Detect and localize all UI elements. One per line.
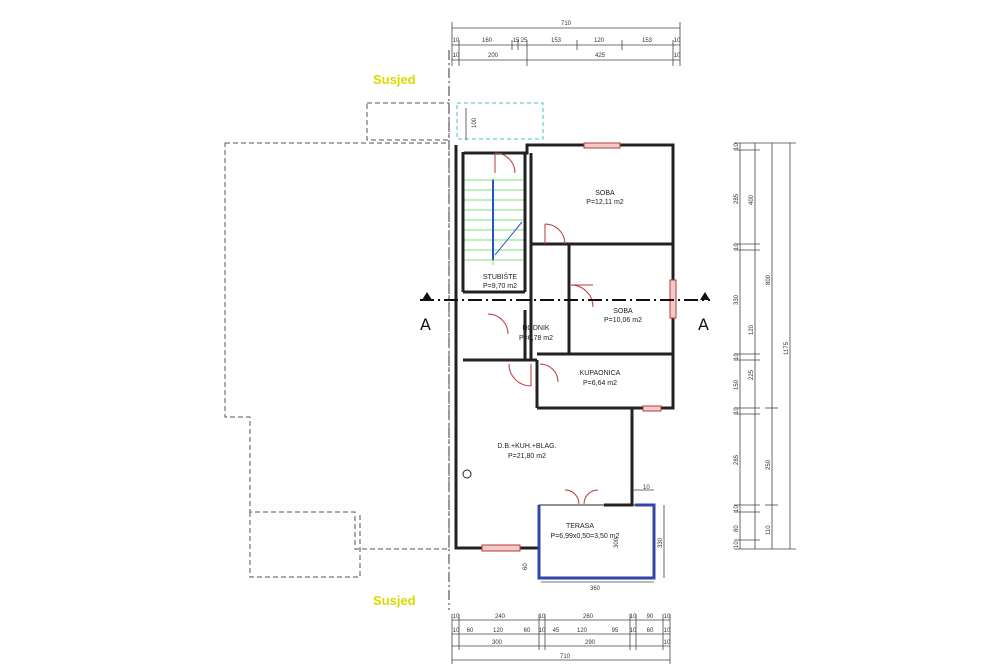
dim-bot-r1-4: 10 bbox=[630, 614, 637, 620]
dim-top-r3-3: 10 bbox=[674, 53, 681, 59]
dims-right bbox=[734, 142, 796, 550]
dim-right-r1-2: 10 bbox=[734, 243, 740, 250]
dim-bot-r2-3: 60 bbox=[524, 628, 531, 634]
dim-bot-r2-0: 10 bbox=[453, 628, 460, 634]
dim-bot-r3-2: 10 bbox=[664, 640, 671, 646]
dim-right-r1-7: 285 bbox=[734, 454, 740, 465]
neighbor-label-top: Susjed bbox=[373, 72, 416, 87]
dims-bottom-text: 10 240 10 260 10 90 10 10 60 120 60 10 4… bbox=[453, 614, 671, 660]
doors bbox=[487, 152, 599, 505]
room-kupaonica-area: P=6,64 m2 bbox=[583, 380, 617, 387]
dim-top-r2-3: 25 bbox=[521, 38, 528, 44]
section-arrow-left bbox=[422, 292, 432, 300]
dim-terrace-wall: 10 bbox=[643, 485, 650, 491]
neighbor-outline bbox=[224, 102, 450, 578]
room-soba1-area: P=12,11 m2 bbox=[586, 199, 624, 206]
room-terasa-area: P=6,99x0,50=3,50 m2 bbox=[551, 533, 620, 540]
dim-terrace-width: 360 bbox=[590, 586, 601, 592]
dim-top-r2-2: 15 bbox=[513, 38, 520, 44]
dim-top-r2-5: 120 bbox=[594, 38, 605, 44]
dim-terrace-left: 60 bbox=[523, 563, 529, 570]
room-soba2-name: SOBA bbox=[613, 308, 633, 315]
dim-top-r2-6: 153 bbox=[642, 38, 653, 44]
dims-terrace bbox=[541, 489, 665, 583]
stair-arrow bbox=[494, 221, 523, 256]
room-terasa-name: TERASA bbox=[566, 523, 594, 530]
dim-bot-r1-0: 10 bbox=[453, 614, 460, 620]
section-arrow-right bbox=[700, 292, 710, 300]
dim-bot-total: 710 bbox=[560, 654, 571, 660]
room-soba1-name: SOBA bbox=[595, 190, 615, 197]
dim-bot-r2-7: 95 bbox=[612, 628, 619, 634]
dim-bot-r1-3: 260 bbox=[583, 614, 594, 620]
dim-top-r3-0: 10 bbox=[453, 53, 460, 59]
dim-top-r3-2: 425 bbox=[595, 53, 606, 59]
dim-top-r2-4: 153 bbox=[551, 38, 562, 44]
dims-top bbox=[451, 22, 681, 66]
dim-right-r1-5: 150 bbox=[734, 379, 740, 390]
dim-right-r1-10: 10 bbox=[734, 541, 740, 548]
dim-bot-r2-2: 120 bbox=[493, 628, 504, 634]
neighbor-label-bottom: Susjed bbox=[373, 593, 416, 608]
room-soba2-area: P=10,06 m2 bbox=[604, 317, 642, 324]
room-dnevni-area: P=21,80 m2 bbox=[508, 453, 546, 460]
dim-right-r2-3: 250 bbox=[766, 459, 772, 470]
terrace bbox=[538, 504, 655, 579]
dim-bot-r2-6: 120 bbox=[577, 628, 588, 634]
dims-bottom bbox=[451, 614, 671, 664]
dim-bot-r3-1: 290 bbox=[585, 640, 596, 646]
chimney-icon bbox=[462, 469, 472, 479]
dim-bot-r2-9: 60 bbox=[647, 628, 654, 634]
dim-top-r2-0: 10 bbox=[453, 38, 460, 44]
terrace-railing bbox=[537, 503, 656, 580]
dims-top-text: 710 10 160 15 25 153 120 153 10 10 200 4… bbox=[453, 21, 681, 59]
dim-bot-r1-1: 240 bbox=[495, 614, 506, 620]
dim-right-r2-2: 225 bbox=[749, 369, 755, 380]
dim-right-r2-4: 110 bbox=[766, 525, 772, 535]
dim-right-r2-1: 120 bbox=[749, 324, 755, 335]
room-hodnik-area: P=6,78 m2 bbox=[519, 335, 553, 342]
room-dnevni-name: D.B.+KUH.+BLAG. bbox=[497, 443, 556, 450]
dim-bot-r1-6: 10 bbox=[664, 614, 671, 620]
dim-terrace-inner: 300 bbox=[614, 537, 620, 548]
walls bbox=[454, 143, 675, 550]
dim-right-total: 1175 bbox=[784, 341, 790, 355]
dims-right-text: 10 285 10 330 10 150 10 285 10 80 10 400… bbox=[734, 143, 790, 548]
dim-bot-r2-5: 45 bbox=[553, 628, 560, 634]
room-hodnik-name: HODNIK bbox=[522, 325, 550, 332]
dim-stair-gap: 100 bbox=[472, 117, 478, 128]
dim-right-r1-4: 10 bbox=[734, 353, 740, 360]
dim-bot-r1-2: 10 bbox=[539, 614, 546, 620]
dim-top-r2-7: 10 bbox=[674, 38, 681, 44]
dim-top-total: 710 bbox=[561, 21, 572, 27]
room-labels: SOBA P=12,11 m2 STUBIŠTE P=9,70 m2 SOBA … bbox=[483, 190, 642, 540]
dim-right-r1-8: 10 bbox=[734, 505, 740, 512]
dim-bot-r2-10: 10 bbox=[664, 628, 671, 634]
dim-right-r1-6: 10 bbox=[734, 407, 740, 414]
dim-right-r1-0: 10 bbox=[734, 143, 740, 150]
dim-right-r1-9: 80 bbox=[734, 525, 740, 532]
room-stubiste-area: P=9,70 m2 bbox=[483, 283, 517, 290]
dim-right-r1-3: 330 bbox=[734, 294, 740, 305]
dim-top-r3-1: 200 bbox=[488, 53, 499, 59]
room-stubiste-name: STUBIŠTE bbox=[483, 272, 518, 281]
dim-bot-r2-4: 10 bbox=[539, 628, 546, 634]
room-kupaonica-name: KUPAONICA bbox=[580, 370, 621, 377]
dim-bot-r3-0: 300 bbox=[492, 640, 503, 646]
neighbor-outline-cyan bbox=[456, 102, 544, 140]
dim-right-r3-0: 800 bbox=[766, 274, 772, 285]
dim-terrace-depth: 330 bbox=[658, 537, 664, 548]
dim-bot-r2-1: 60 bbox=[467, 628, 474, 634]
dim-right-r2-0: 400 bbox=[749, 194, 755, 205]
section-label-left: A bbox=[420, 315, 431, 334]
dim-right-r1-1: 285 bbox=[734, 193, 740, 204]
dim-bot-r1-5: 90 bbox=[647, 614, 654, 620]
dim-bot-r2-8: 10 bbox=[630, 628, 637, 634]
section-label-right: A bbox=[698, 315, 709, 334]
dim-top-r2-1: 160 bbox=[482, 38, 493, 44]
